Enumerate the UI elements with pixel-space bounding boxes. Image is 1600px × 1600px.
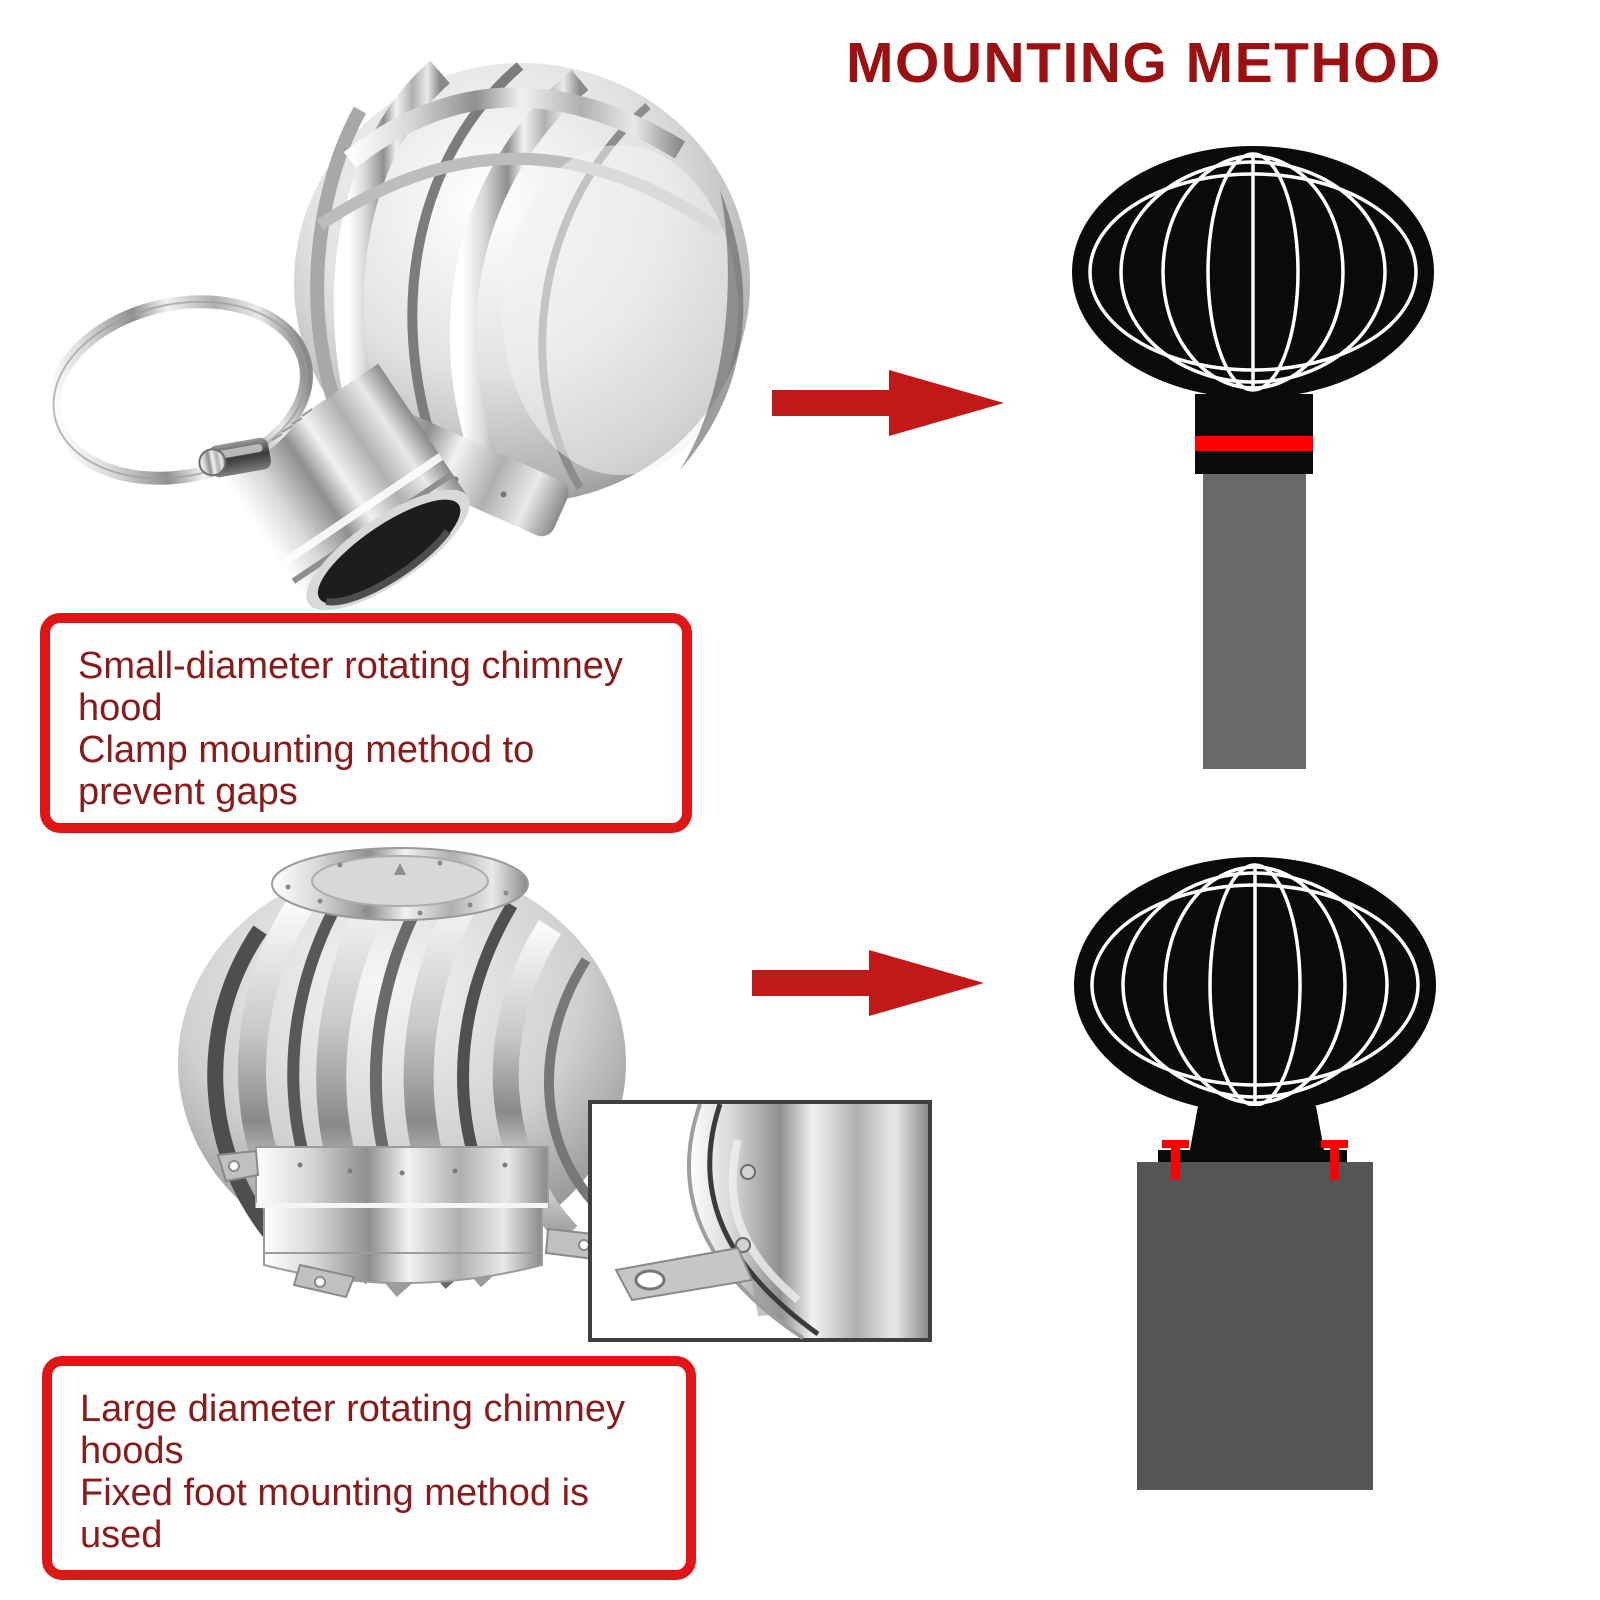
spinner-globe-icon	[1074, 857, 1436, 1113]
large-hood-photo	[178, 847, 626, 1299]
note-text-line: hoods	[80, 1430, 184, 1472]
large-hood-note-box: Large diameter rotating chimney hoods Fi…	[42, 1356, 696, 1580]
note-text-line: used	[80, 1514, 163, 1556]
arrow-right-icon	[752, 950, 984, 1016]
flue-pipe-shape	[1203, 474, 1306, 769]
band-seam	[707, 1103, 820, 1337]
cowl-top-scroll	[343, 87, 686, 168]
cap-rivets	[285, 860, 509, 916]
arrow-right-icon	[772, 370, 1004, 436]
globe-neck-collar	[1195, 394, 1313, 474]
note-text-line: Small-diameter rotating chimney	[78, 645, 623, 687]
small-hood-note-box: Small-diameter rotating chimney hood Cla…	[40, 613, 692, 833]
hose-clamp-screw	[198, 437, 272, 478]
cowl-dome-highlight	[502, 145, 738, 475]
mounting-foot-inset-photo	[588, 1100, 932, 1342]
clamp-mounting-diagram	[1072, 146, 1434, 769]
note-text-line: hood	[78, 687, 163, 729]
hose-clamp-serrations	[271, 408, 313, 441]
cowl-dome-shadow	[680, 190, 744, 470]
cowl-top-cap	[271, 847, 529, 921]
cowl-base	[216, 1146, 604, 1299]
cap-center-mark	[394, 863, 406, 875]
base-rivets	[297, 1162, 508, 1176]
screw-head	[735, 1237, 751, 1253]
globe-neck-collar	[1190, 1106, 1324, 1150]
note-text-line: Clamp mounting method to	[78, 729, 535, 771]
spinner-globe-icon	[1072, 146, 1434, 398]
foot-closeup-illustration	[614, 1103, 928, 1340]
foot-hole	[634, 1269, 666, 1291]
spout-opening	[317, 499, 461, 604]
foot-hole	[314, 1276, 326, 1288]
foot-hole	[228, 1160, 240, 1172]
foot-shadow	[752, 1280, 788, 1316]
base-flange	[1158, 1150, 1347, 1162]
chimney-shape	[1137, 1162, 1373, 1490]
cowl-vane	[449, 70, 589, 504]
large-cowl-illustration	[178, 847, 626, 1299]
note-text-line: Large diameter rotating chimney	[80, 1388, 625, 1430]
page-title: MOUNTING METHOD	[846, 31, 1442, 95]
note-text-line: prevent gaps	[78, 771, 298, 813]
clamp-band-indicator	[1195, 436, 1313, 451]
foot-mounting-diagram	[1074, 857, 1436, 1490]
small-cowl-illustration	[218, 60, 750, 611]
hose-clamp-illustration	[47, 295, 313, 485]
fixing-screw-icon	[1162, 1140, 1189, 1180]
fixing-screw-icon	[1321, 1140, 1348, 1180]
note-text-line: Fixed foot mounting method is	[80, 1472, 590, 1514]
small-hood-photo	[47, 60, 750, 611]
screw-head	[740, 1164, 756, 1180]
cowl-spout	[218, 363, 470, 611]
